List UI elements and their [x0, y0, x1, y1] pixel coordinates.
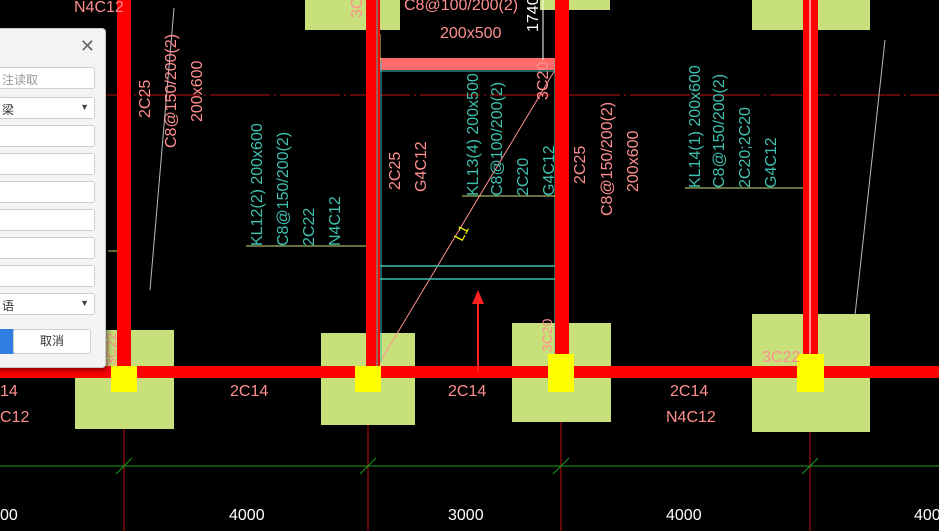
label-kl13-stirrup: C8@100/200(2) — [489, 82, 506, 196]
param-input-5[interactable] — [0, 237, 95, 259]
l1-beam-line — [379, 69, 556, 363]
label-bottom-left-14: 14 — [0, 383, 18, 400]
leader-line — [854, 39, 886, 316]
label-kl13-top: 2C20 — [515, 158, 532, 196]
type-select[interactable]: 梁 ▼ — [0, 97, 95, 119]
dim-label-right: 400 — [914, 507, 939, 524]
label-col-3c22-right: 3C22 — [762, 349, 800, 366]
label-bottom-left-c12: C12 — [0, 409, 29, 426]
dim-label-4000-a: 4000 — [229, 507, 265, 524]
column[interactable] — [548, 354, 574, 392]
type-select-value: 梁 — [2, 103, 15, 117]
label-kl12-stirrup: C8@150/200(2) — [275, 132, 292, 246]
property-dialog[interactable]: ✕ 注读取 梁 ▼ 语 ▼ 取消 — [0, 28, 106, 368]
dim-label-3000: 3000 — [448, 507, 484, 524]
foundation-pad[interactable] — [540, 0, 610, 10]
label-mid-3c: 3C — [349, 0, 366, 18]
column[interactable] — [111, 366, 137, 392]
param-input-3[interactable] — [0, 181, 95, 203]
chevron-down-icon: ▼ — [80, 298, 89, 308]
label-mid-g4c12: G4C12 — [413, 141, 430, 192]
label-n4c12-top-left: N4C12 — [74, 0, 124, 16]
label-beam-2c14-b: 2C14 — [448, 383, 486, 400]
beam-vertical-2[interactable] — [366, 0, 380, 376]
column[interactable] — [797, 354, 824, 392]
beam-horizontal-bottom[interactable] — [0, 366, 939, 378]
param-input-2[interactable] — [0, 153, 95, 175]
leader-line — [149, 7, 175, 291]
foundation-pad[interactable] — [305, 0, 400, 30]
label-right-size: 200x600 — [625, 131, 642, 192]
dim-ticks — [115, 457, 819, 475]
label-kl12-top: 2C22 — [301, 208, 318, 246]
label-kl14-side: G4C12 — [763, 137, 780, 188]
ok-button[interactable] — [0, 329, 15, 354]
label-left-size: 200x600 — [189, 61, 206, 122]
label-kl14-top: 2C20;2C20 — [737, 107, 754, 188]
arrow-up-icon — [472, 290, 484, 372]
close-icon[interactable]: ✕ — [79, 36, 95, 56]
label-kl12-side: N4C12 — [327, 196, 344, 246]
label-kl14-stirrup: C8@150/200(2) — [711, 74, 728, 188]
label-left-2c25: 2C25 — [137, 80, 154, 118]
label-right-stirrup: C8@150/200(2) — [599, 102, 616, 216]
cancel-button[interactable]: 取消 — [13, 329, 91, 354]
param-input-6[interactable] — [0, 265, 95, 287]
label-kl14-name: KL14(1) 200x600 — [687, 65, 704, 188]
dim-label-4000-b: 4000 — [666, 507, 702, 524]
label-mid-2c25: 2C25 — [387, 152, 404, 190]
label-right-2c25: 2C25 — [572, 146, 589, 184]
bottom-select[interactable]: 语 ▼ — [0, 293, 95, 315]
dim-label-left: 00 — [0, 507, 18, 524]
label-left-stirrup: C8@150/200(2) — [163, 34, 180, 148]
label-mid-top-stirrup: C8@100/200(2) — [404, 0, 518, 14]
label-beam-2c14-c: 2C14 — [670, 383, 708, 400]
param-input-4[interactable] — [0, 209, 95, 231]
label-col-3c20-low: 3C20 — [539, 318, 555, 352]
bottom-select-value: 语 — [2, 299, 15, 313]
label-kl13-side: G4C12 — [541, 145, 558, 196]
beam-vertical-1[interactable] — [117, 0, 131, 376]
label-beam-2c14-a: 2C14 — [230, 383, 268, 400]
label-dim-1740: 1740 — [525, 0, 542, 32]
read-field-input[interactable]: 注读取 — [0, 67, 95, 89]
column[interactable] — [355, 366, 381, 392]
label-mid-top-size: 200x500 — [440, 25, 501, 42]
label-mid-3c20-top: 3C20 — [535, 62, 552, 100]
param-input-1[interactable] — [0, 125, 95, 147]
label-kl12-name: KL12(2) 200x600 — [249, 123, 266, 246]
label-beam-n4c12: N4C12 — [666, 409, 716, 426]
beam-vertical-3[interactable] — [555, 0, 569, 376]
beam-segment-top[interactable] — [380, 58, 556, 70]
label-l1: L1 — [451, 222, 473, 243]
chevron-down-icon: ▼ — [80, 102, 89, 112]
label-left-col-3c22: 3C22 — [103, 332, 119, 366]
label-kl13-name: KL13(4) 200x500 — [465, 73, 482, 196]
